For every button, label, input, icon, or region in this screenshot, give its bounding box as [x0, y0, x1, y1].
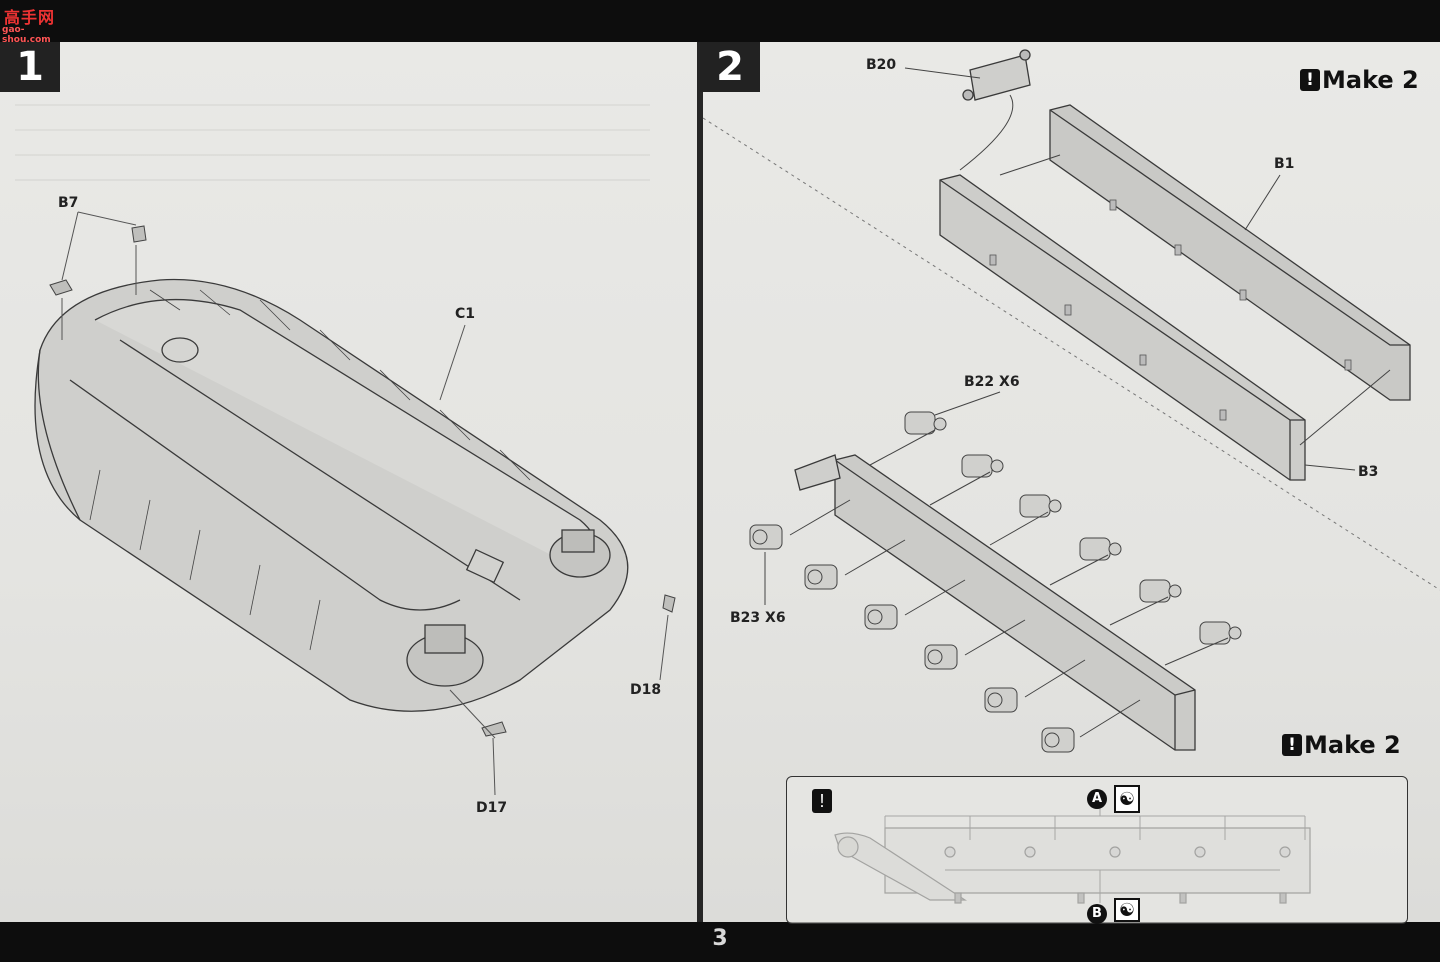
- callout-warning-icon: !: [812, 789, 832, 813]
- step-2-number: 2: [700, 42, 760, 92]
- bottom-dark-border: [0, 922, 1440, 962]
- part-label-b23: B23 X6: [730, 610, 786, 626]
- step-1-number: 1: [0, 42, 60, 92]
- rail-b1-b3-drawing: [939, 49, 1411, 481]
- small-fittings: [749, 411, 1242, 753]
- part-label-b22: B22 X6: [964, 374, 1020, 390]
- marker-b: B: [1087, 904, 1107, 924]
- hull-c1-drawing: [34, 278, 629, 712]
- watermark-logo: 高手网 gao-shou.com: [2, 8, 56, 45]
- warning-icon: !: [1300, 69, 1320, 91]
- make-2-top: ! Make 2: [1300, 66, 1419, 94]
- page-number: 3: [712, 926, 728, 951]
- warning-icon: !: [1282, 734, 1302, 756]
- top-dark-border: [0, 0, 1440, 42]
- symmetry-icon-a: ☯: [1114, 785, 1140, 813]
- symmetry-icon-b: ☯: [1114, 898, 1140, 922]
- part-label-d17: D17: [476, 800, 508, 816]
- part-label-d18: D18: [630, 682, 662, 698]
- marker-a: A: [1087, 789, 1107, 809]
- part-label-b3: B3: [1358, 464, 1379, 480]
- part-label-b1: B1: [1274, 156, 1295, 172]
- part-label-b7: B7: [58, 195, 79, 211]
- page-gutter: [697, 42, 703, 922]
- part-label-c1: C1: [455, 306, 476, 322]
- beam-assembly-drawing: [794, 454, 1196, 751]
- part-label-b20: B20: [866, 57, 897, 73]
- make-2-bottom: ! Make 2: [1282, 731, 1401, 759]
